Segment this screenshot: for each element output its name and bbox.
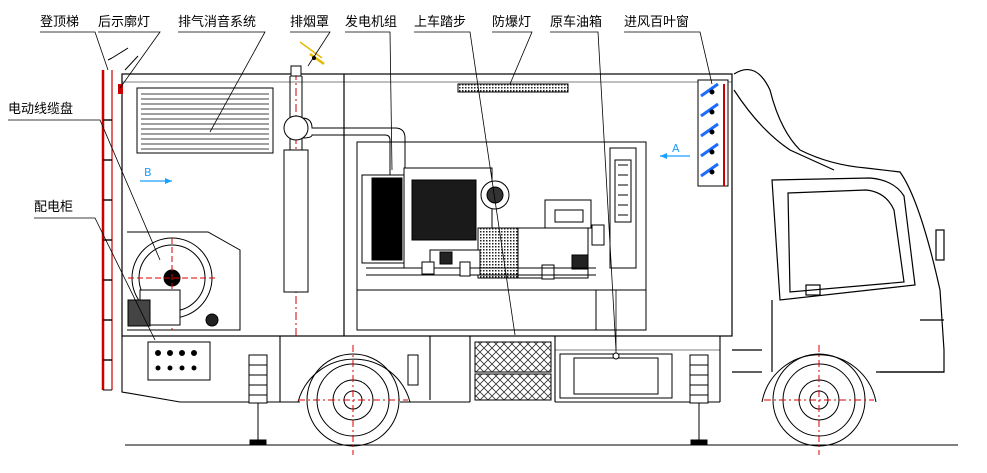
label-exhaust-muffler: 排气消音系统 xyxy=(178,15,257,30)
label-distribution-cabinet: 配电柜 xyxy=(34,200,74,215)
truck-cab xyxy=(732,69,945,373)
exhaust-system xyxy=(283,41,406,336)
rear-wheel xyxy=(297,345,411,455)
label-smoke-hood: 排烟罩 xyxy=(290,15,330,30)
cable-reel xyxy=(127,231,241,331)
front-wheel xyxy=(761,345,877,455)
exhaust-louver xyxy=(136,87,274,154)
label-boarding-step: 上车踏步 xyxy=(414,15,467,30)
distribution-cabinet xyxy=(147,341,211,381)
chassis-skirt xyxy=(121,335,732,403)
label-cable-reel: 电动线缆盘 xyxy=(8,102,74,117)
airflow-outlet-label: B xyxy=(144,166,152,179)
airflow-inlet-label: A xyxy=(672,142,680,155)
boarding-step xyxy=(474,341,552,401)
label-ladder: 登顶梯 xyxy=(40,15,80,30)
label-explosion-proof-light: 防爆灯 xyxy=(492,15,532,30)
intake-louver xyxy=(697,79,729,187)
fuel-tank xyxy=(559,290,673,399)
rear-outline-light xyxy=(118,84,123,94)
label-fuel-tank: 原车油箱 xyxy=(550,15,603,30)
support-legs xyxy=(248,354,709,446)
airflow-arrows xyxy=(140,153,690,184)
genset-compartment xyxy=(356,141,647,331)
label-rear-outline-light: 后示廓灯 xyxy=(98,15,151,30)
explosion-proof-light xyxy=(457,83,569,93)
ladder xyxy=(101,47,129,391)
radiator-panel xyxy=(609,147,637,269)
engine xyxy=(361,167,605,280)
label-genset: 发电机组 xyxy=(345,15,398,30)
label-intake-louver: 进风百叶窗 xyxy=(624,15,690,30)
